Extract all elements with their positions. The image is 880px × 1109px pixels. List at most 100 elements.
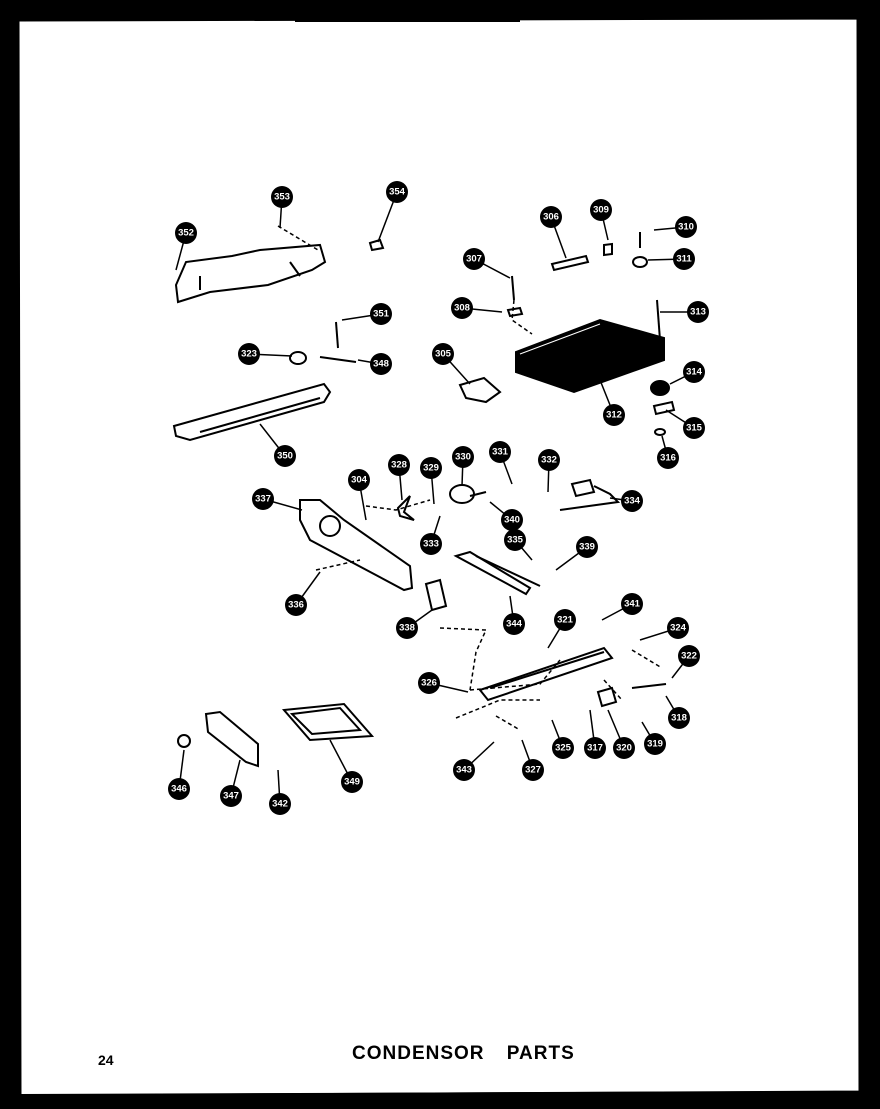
callout-bubble bbox=[274, 445, 296, 467]
callout-label: 304 bbox=[351, 475, 368, 486]
callout-bubble bbox=[504, 529, 526, 551]
part-311-grommet bbox=[632, 256, 648, 268]
callout-label: 308 bbox=[454, 303, 470, 314]
callout-304: 304 bbox=[348, 469, 370, 521]
callout-bubble bbox=[668, 707, 690, 729]
callout-350: 350 bbox=[259, 423, 296, 467]
callout-label: 312 bbox=[606, 410, 622, 421]
callout-label: 349 bbox=[344, 777, 360, 788]
callout-342: 342 bbox=[269, 769, 291, 815]
callout-bubble bbox=[453, 759, 475, 781]
callout-326: 326 bbox=[418, 672, 469, 694]
callout-bubble bbox=[683, 361, 705, 383]
bottom-edge bbox=[19, 1091, 861, 1098]
callout-bubble bbox=[501, 509, 523, 531]
callout-bubble bbox=[451, 297, 473, 319]
callout-label: 336 bbox=[288, 600, 304, 611]
callout-323: 323 bbox=[238, 343, 293, 365]
part-309-nut bbox=[603, 242, 613, 257]
callout-label: 325 bbox=[555, 743, 572, 754]
callout-317: 317 bbox=[584, 709, 606, 759]
callout-label: 323 bbox=[241, 349, 257, 360]
callout-bubble bbox=[503, 613, 525, 635]
callout-343: 343 bbox=[453, 741, 495, 781]
callout-label: 326 bbox=[421, 678, 437, 689]
callout-bubble bbox=[220, 785, 242, 807]
callout-352: 352 bbox=[175, 222, 197, 271]
callout-339: 339 bbox=[555, 536, 598, 571]
callout-330: 330 bbox=[452, 446, 474, 487]
callout-333: 333 bbox=[420, 515, 442, 555]
part-323-nut bbox=[289, 351, 307, 365]
callout-347: 347 bbox=[220, 759, 242, 807]
callout-bubble bbox=[420, 457, 442, 479]
part-304-plate bbox=[299, 499, 414, 592]
callout-bubble bbox=[418, 672, 440, 694]
callout-label: 334 bbox=[624, 496, 641, 507]
callout-label: 339 bbox=[579, 542, 595, 553]
callout-label: 309 bbox=[593, 205, 609, 216]
callout-bubble bbox=[432, 343, 454, 365]
part-314-grommet bbox=[650, 380, 670, 396]
callout-bubble bbox=[657, 447, 679, 469]
callout-bubble bbox=[420, 533, 442, 555]
callout-309: 309 bbox=[590, 199, 612, 241]
callout-335: 335 bbox=[504, 529, 533, 561]
callout-label: 321 bbox=[557, 615, 574, 626]
callout-label: 314 bbox=[686, 367, 703, 378]
callout-label: 307 bbox=[466, 254, 482, 265]
callout-353: 353 bbox=[271, 186, 293, 229]
callout-label: 310 bbox=[678, 222, 694, 233]
callout-321: 321 bbox=[547, 609, 576, 649]
callout-label: 352 bbox=[178, 228, 194, 239]
callout-label: 341 bbox=[624, 599, 641, 610]
callout-label: 343 bbox=[456, 765, 472, 776]
callout-331: 331 bbox=[489, 441, 513, 485]
callout-bubble bbox=[285, 594, 307, 616]
part-320-relay bbox=[596, 686, 618, 708]
callout-bubble bbox=[175, 222, 197, 244]
callout-label: 324 bbox=[670, 623, 687, 634]
callout-label: 344 bbox=[506, 619, 523, 630]
callout-bubble bbox=[522, 759, 544, 781]
callout-bubble bbox=[675, 216, 697, 238]
callout-bubble bbox=[667, 617, 689, 639]
callout-312: 312 bbox=[599, 379, 625, 426]
callout-label: 346 bbox=[171, 784, 187, 795]
callout-351: 351 bbox=[341, 303, 392, 325]
callout-bubble bbox=[554, 609, 576, 631]
callout-label: 330 bbox=[455, 452, 471, 463]
callout-311: 311 bbox=[647, 248, 695, 270]
part-350-rail bbox=[172, 382, 332, 442]
callout-320: 320 bbox=[607, 709, 635, 759]
callout-bubble bbox=[386, 181, 408, 203]
callout-label: 347 bbox=[223, 791, 239, 802]
part-338-pan bbox=[478, 646, 614, 702]
callout-bubble bbox=[540, 206, 562, 228]
callout-336: 336 bbox=[285, 571, 321, 616]
callout-346: 346 bbox=[168, 749, 190, 800]
callout-bubble bbox=[576, 536, 598, 558]
callout-337: 337 bbox=[252, 488, 303, 511]
callout-label: 332 bbox=[541, 455, 557, 466]
callout-bubble bbox=[590, 199, 612, 221]
callout-label: 337 bbox=[255, 494, 271, 505]
callout-310: 310 bbox=[653, 216, 697, 238]
callout-label: 319 bbox=[647, 739, 663, 750]
callout-332: 332 bbox=[538, 449, 560, 493]
part-340-thermostat bbox=[570, 478, 596, 498]
paper bbox=[16, 16, 862, 1098]
callout-319: 319 bbox=[641, 721, 666, 755]
part-349-tray bbox=[281, 702, 375, 742]
callout-label: 350 bbox=[277, 451, 293, 462]
callout-label: 315 bbox=[686, 423, 703, 434]
callout-308: 308 bbox=[451, 297, 503, 319]
callout-label: 354 bbox=[389, 187, 406, 198]
callout-314: 314 bbox=[669, 361, 705, 385]
callout-313: 313 bbox=[660, 301, 709, 323]
callout-341: 341 bbox=[601, 593, 643, 621]
part-312-condenser bbox=[515, 318, 665, 394]
callout-bubble bbox=[396, 617, 418, 639]
